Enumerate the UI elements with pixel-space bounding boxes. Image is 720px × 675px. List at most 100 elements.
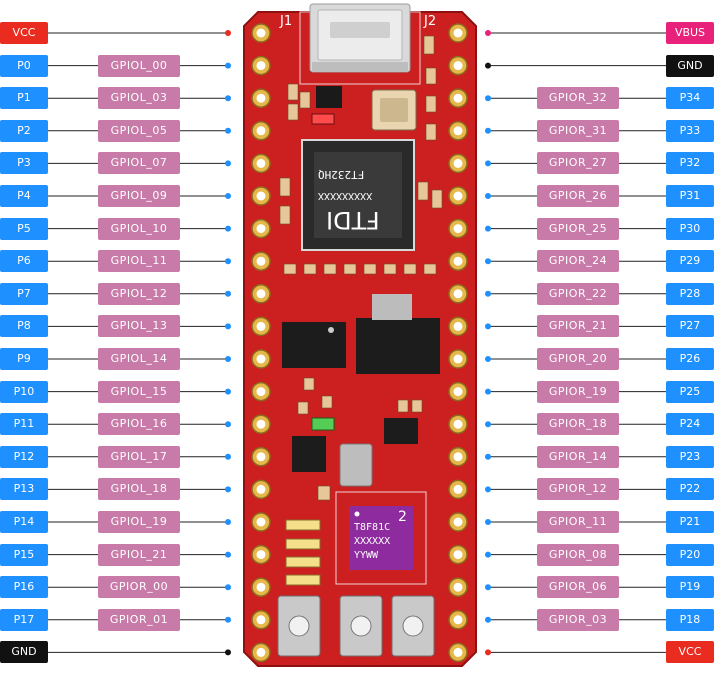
gpio-label: GPIOR_31 — [537, 119, 619, 142]
gpio-label: GPIOL_12 — [98, 282, 180, 305]
connector-dot — [485, 258, 491, 265]
gpio-label: GPIOR_00 — [98, 576, 180, 599]
pin-hole — [453, 191, 463, 201]
connector-dot — [225, 30, 231, 36]
pin-label: P8 — [0, 315, 48, 338]
gpio-label: GPIOL_18 — [98, 478, 180, 501]
gpio-label: GPIOR_24 — [537, 250, 619, 273]
gpio-label: GPIOL_11 — [98, 250, 180, 273]
pin-hole — [453, 61, 463, 71]
pin-hole — [256, 484, 266, 494]
connector-dot — [225, 584, 231, 591]
connector-dot — [485, 323, 491, 330]
pin-label: P32 — [666, 152, 714, 175]
pin-label: P24 — [666, 413, 714, 436]
connector-dot — [485, 193, 491, 199]
pin-hole — [256, 191, 266, 201]
gpio-label: GPIOR_14 — [537, 445, 619, 468]
gnd-label: GND — [666, 54, 714, 77]
label-ic2: 2 — [398, 509, 407, 525]
connector-dot — [485, 356, 491, 362]
connector-dot — [225, 258, 231, 265]
gpio-label: GPIOL_21 — [98, 543, 180, 566]
gpio-label: GPIOR_32 — [537, 87, 619, 110]
pin-label: P29 — [666, 250, 714, 273]
mcu-chip — [335, 491, 427, 585]
connector-dot — [225, 160, 231, 167]
connector-dot — [485, 225, 491, 232]
pin-hole — [453, 126, 463, 136]
gpio-label: GPIOR_11 — [537, 511, 619, 533]
connector-dot — [225, 519, 231, 525]
pin-hole — [453, 93, 463, 103]
connector-dot — [485, 584, 491, 591]
gpio-label: GPIOR_27 — [537, 152, 619, 175]
connector-dot — [485, 95, 491, 102]
pin-hole — [453, 517, 463, 527]
pin-hole — [453, 647, 463, 657]
pin-hole — [453, 289, 463, 299]
pin-label: P25 — [666, 380, 714, 403]
pin-label: P12 — [0, 445, 48, 468]
pin-hole — [256, 61, 266, 71]
mcu-part-number: T8F81C — [354, 522, 391, 533]
gpio-label: GPIOL_00 — [98, 54, 180, 77]
pin-hole — [256, 28, 266, 38]
pin-label: P18 — [666, 608, 714, 631]
pin-label: P28 — [666, 282, 714, 305]
pin-label: P2 — [0, 119, 48, 142]
gpio-label: GPIOL_13 — [98, 315, 180, 338]
gpio-label: GPIOL_19 — [98, 511, 180, 533]
pin-hole — [256, 158, 266, 168]
pin-label: P19 — [666, 576, 714, 599]
connector-dot — [225, 486, 231, 493]
gpio-label: GPIOR_19 — [537, 380, 619, 403]
connector-dot — [225, 421, 231, 428]
pin-hole — [256, 289, 266, 299]
connector-dot — [225, 388, 231, 395]
pin-hole — [453, 452, 463, 462]
connector-dot — [485, 388, 491, 395]
pin-hole — [453, 419, 463, 429]
pin-label: P13 — [0, 478, 48, 501]
pin-hole — [256, 419, 266, 429]
pin-label: P3 — [0, 152, 48, 175]
connector-dot — [225, 290, 231, 297]
pin-label: P11 — [0, 413, 48, 436]
gpio-label: GPIOL_07 — [98, 152, 180, 175]
pin-hole — [453, 158, 463, 168]
pin-hole — [256, 550, 266, 560]
push-buttons — [277, 595, 435, 657]
vcc-label: VCC — [0, 22, 48, 44]
gpio-label: GPIOR_01 — [98, 608, 180, 631]
crystal — [371, 89, 417, 131]
connector-dot — [225, 323, 231, 330]
pin-hole — [453, 582, 463, 592]
connector-dot — [485, 62, 491, 69]
connector-dot — [485, 551, 491, 558]
pin-label: P21 — [666, 511, 714, 533]
vcc-label: VCC — [666, 641, 714, 664]
pin-hole — [256, 452, 266, 462]
gpio-label: GPIOR_12 — [537, 478, 619, 501]
passive-components — [279, 35, 443, 501]
pin-hole — [256, 256, 266, 266]
pin-label: P10 — [0, 380, 48, 403]
gpio-label: GPIOL_09 — [98, 185, 180, 207]
pin-label: P5 — [0, 217, 48, 240]
connector-dot — [485, 486, 491, 493]
pin-hole — [453, 28, 463, 38]
pin-hole — [453, 550, 463, 560]
gnd-label: GND — [0, 641, 48, 664]
connector-dot — [225, 356, 231, 362]
connector-dot — [485, 127, 491, 134]
pin-label: P16 — [0, 576, 48, 599]
gpio-label: GPIOL_05 — [98, 119, 180, 142]
connector-dot — [225, 193, 231, 199]
ftdi-chip — [301, 139, 415, 251]
gpio-label: GPIOR_21 — [537, 315, 619, 338]
pin-label: P34 — [666, 87, 714, 110]
pin-hole — [453, 354, 463, 364]
pin-hole — [256, 321, 266, 331]
